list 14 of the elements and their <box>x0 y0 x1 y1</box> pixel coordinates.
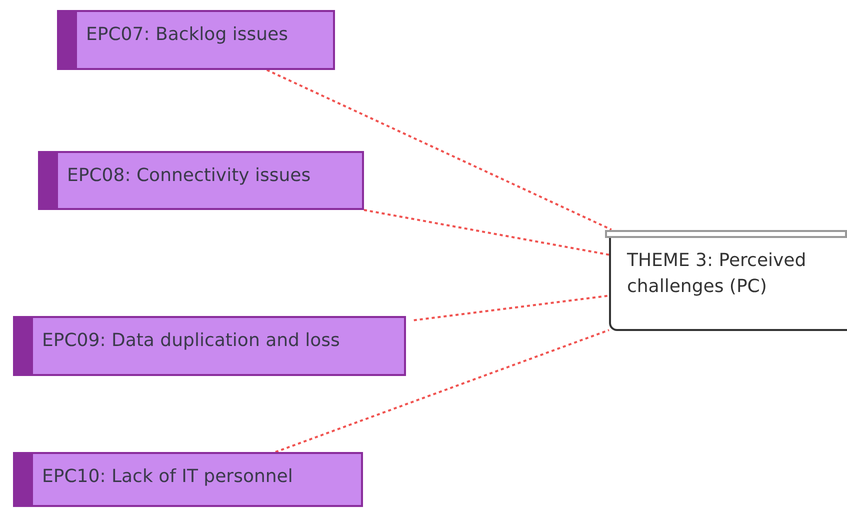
connector-line <box>275 329 610 453</box>
code-label: EPC08: Connectivity issues <box>67 165 311 186</box>
code-label: EPC07: Backlog issues <box>86 24 288 45</box>
connector-line <box>364 209 610 256</box>
theme-box <box>609 238 847 331</box>
code-box <box>13 316 406 376</box>
connector-line <box>266 69 612 231</box>
code-box <box>13 452 363 507</box>
code-box <box>57 10 335 70</box>
code-box <box>38 151 364 210</box>
theme-label: THEME 3: Perceived challenges (PC) <box>627 250 806 298</box>
connector-line <box>414 294 610 322</box>
code-label: EPC10: Lack of IT personnel <box>42 466 293 487</box>
code-label: EPC09: Data duplication and loss <box>42 330 340 351</box>
